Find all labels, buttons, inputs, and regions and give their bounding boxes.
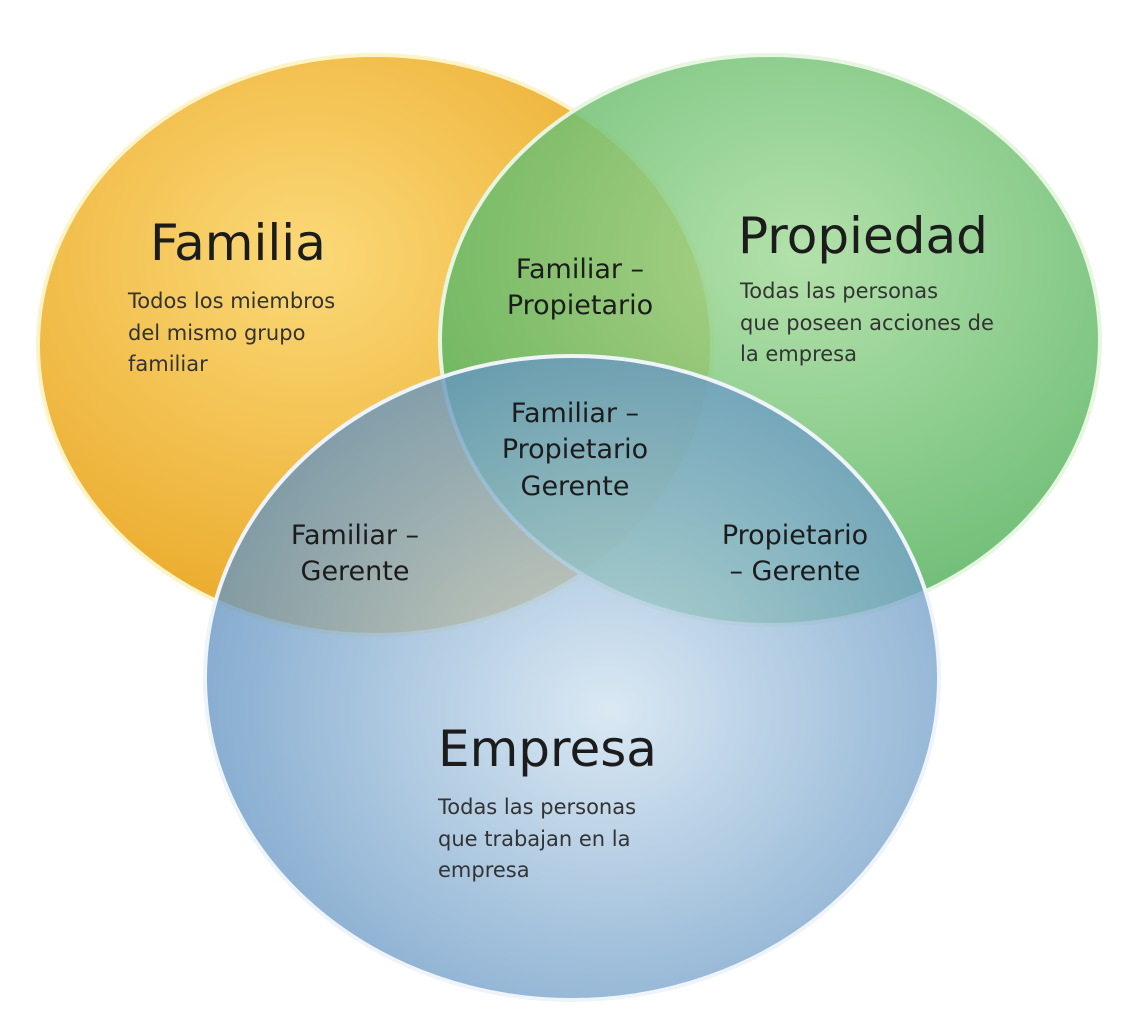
overlap-line: Familiar – bbox=[290, 520, 420, 551]
empresa-circle bbox=[203, 354, 941, 1002]
desc-line: empresa bbox=[438, 858, 530, 882]
overlap-line: Propietario bbox=[506, 290, 654, 322]
propiedad-title: Propiedad bbox=[738, 207, 988, 265]
overlap-line: Familiar – bbox=[515, 254, 645, 285]
desc-line: del mismo grupo bbox=[128, 320, 306, 345]
overlap-all: Familiar – Propietario Gerente bbox=[465, 396, 685, 505]
overlap-familia-empresa: Familiar – Gerente bbox=[250, 518, 460, 591]
propiedad-description: Todas las personas que poseen acciones d… bbox=[740, 276, 994, 371]
overlap-line: Propietario bbox=[721, 520, 869, 551]
overlap-line: Gerente bbox=[300, 556, 410, 588]
overlap-line: Familiar – bbox=[510, 398, 640, 429]
desc-line: que poseen acciones de bbox=[740, 310, 994, 335]
overlap-line: Propietario bbox=[501, 434, 649, 466]
familia-description: Todos los miembros del mismo grupo famil… bbox=[128, 286, 335, 381]
desc-line: Todos los miembros bbox=[128, 289, 336, 313]
desc-line: la empresa bbox=[740, 342, 857, 366]
desc-line: Todas las personas bbox=[438, 795, 637, 819]
overlap-line: Gerente bbox=[520, 470, 630, 502]
empresa-description: Todas las personas que trabajan en la em… bbox=[438, 792, 636, 887]
desc-line: familiar bbox=[128, 352, 208, 376]
desc-line: que trabajan en la bbox=[438, 826, 631, 851]
overlap-familia-propiedad: Familiar – Propietario bbox=[470, 252, 690, 325]
overlap-propiedad-empresa: Propietario – Gerente bbox=[690, 518, 900, 591]
overlap-line: – Gerente bbox=[729, 556, 861, 588]
desc-line: Todas las personas bbox=[740, 279, 939, 303]
empresa-title: Empresa bbox=[438, 720, 657, 778]
familia-title: Familia bbox=[150, 214, 326, 272]
